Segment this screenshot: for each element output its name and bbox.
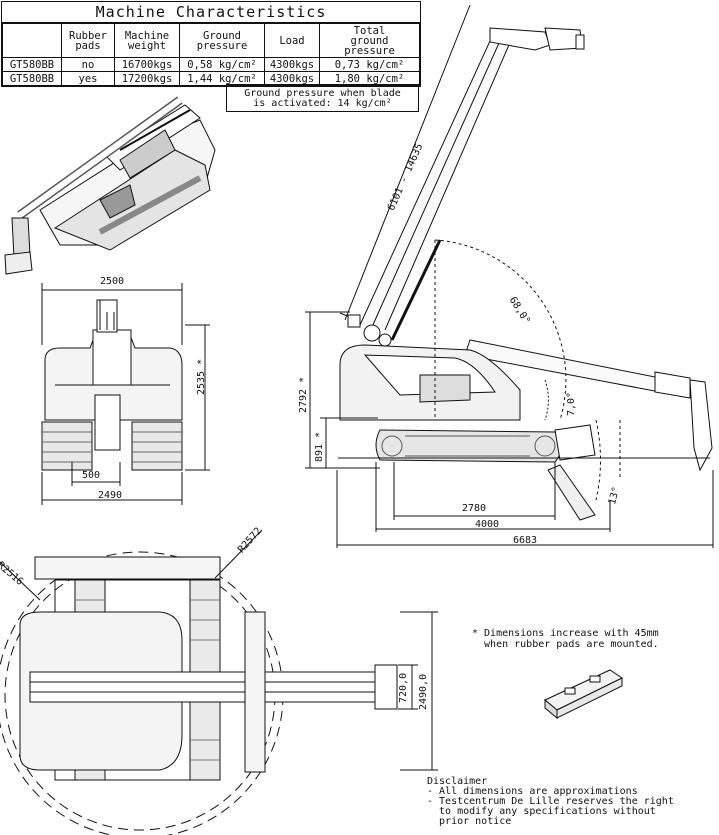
spec-header-row: Rubber pads Machine weight Ground pressu… [2, 23, 420, 58]
blade-pressure-note: Ground pressure when blade is activated:… [226, 84, 419, 112]
disclaimer-line: to modify any specifications without [427, 806, 656, 817]
spec-cell: GT580BB [2, 71, 62, 86]
spec-header-cell: Load [264, 23, 320, 58]
disclaimer-title: Disclaimer [427, 776, 488, 787]
dim-side-len: 4000 [475, 519, 500, 530]
front-view [41, 283, 210, 505]
spec-table: Machine Characteristics Rubber pads Mach… [1, 1, 421, 87]
disclaimer-line: - All dimensions are approximations [427, 786, 638, 797]
dim-side-track-len: 2780 [462, 503, 487, 514]
spec-row: GT580BB yes 17200kgs 1,44 kg/cm² 4300kgs… [2, 71, 420, 86]
dim-front-height: 2535 * [196, 358, 207, 395]
dim-angle-down: 7,0° [566, 391, 577, 416]
dim-side-height: 2792 * [298, 376, 309, 413]
dim-front-blade: 500 [82, 470, 101, 481]
top-view [0, 529, 438, 835]
dim-track-height: 891 * [314, 431, 325, 462]
spec-grid: Rubber pads Machine weight Ground pressu… [2, 23, 420, 86]
dim-side-total: 6683 [513, 535, 538, 546]
dim-top-width-small: 720,0 [398, 672, 409, 703]
spec-table-title: Machine Characteristics [2, 2, 420, 23]
disclaimer-line: prior notice [427, 816, 512, 827]
dim-top-width: 2490,0 [418, 673, 429, 710]
spec-header-cell: Total ground pressure [319, 23, 420, 58]
side-view [305, 4, 714, 548]
disclaimer: Disclaimer - All dimensions are approxim… [427, 777, 674, 827]
rubber-pad-drawing [544, 669, 623, 720]
spec-header-cell: Rubber pads [61, 23, 115, 58]
dim-front-width: 2500 [100, 276, 125, 287]
isometric-machine-view [4, 96, 216, 275]
spec-cell: 1,80 kg/cm² [319, 71, 420, 86]
dim-front-track: 2490 [98, 490, 123, 501]
rubber-pad-footnote: * Dimensions increase with 45mm when rub… [472, 628, 659, 650]
disclaimer-line: - Testcentrum De Lille reserves the righ… [427, 796, 674, 807]
